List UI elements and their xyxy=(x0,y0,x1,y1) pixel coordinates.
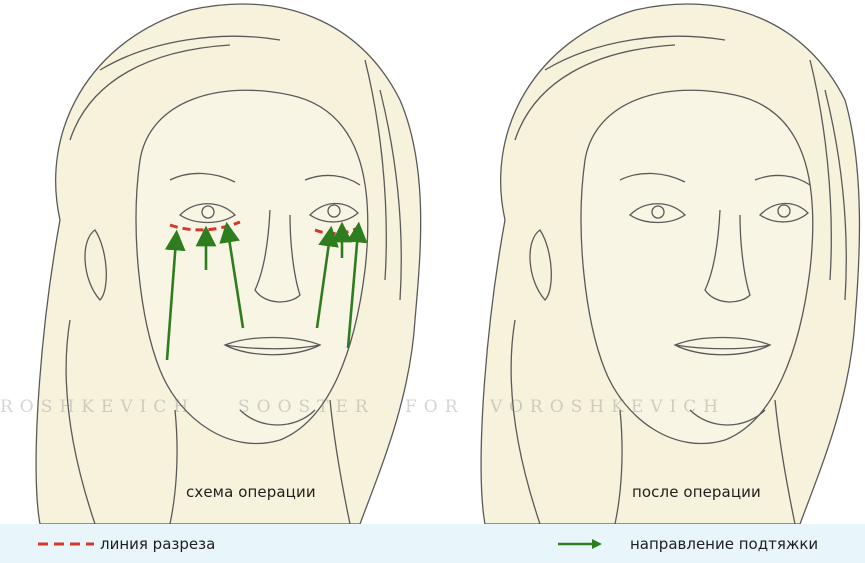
watermark-mid: FOR xyxy=(405,397,465,417)
watermark-center: SOOSTER xyxy=(238,397,375,417)
legend-incision: линия разреза xyxy=(36,524,215,563)
face-after xyxy=(481,4,859,524)
watermark-right: VOROSHKEVICH xyxy=(490,397,725,417)
legend-direction-label: направление подтяжки xyxy=(630,535,818,553)
caption-before: схема операции xyxy=(186,483,316,501)
arrow-icon xyxy=(556,538,604,550)
face-before xyxy=(36,4,421,524)
dashed-line-icon xyxy=(36,538,96,550)
watermark-left: ROSHKEVICH xyxy=(0,397,195,417)
caption-after: после операции xyxy=(632,483,761,501)
legend: линия разреза направление подтяжки xyxy=(0,524,865,563)
legend-incision-label: линия разреза xyxy=(100,535,215,553)
face-sketches xyxy=(0,0,865,524)
legend-direction: направление подтяжки xyxy=(556,524,818,563)
